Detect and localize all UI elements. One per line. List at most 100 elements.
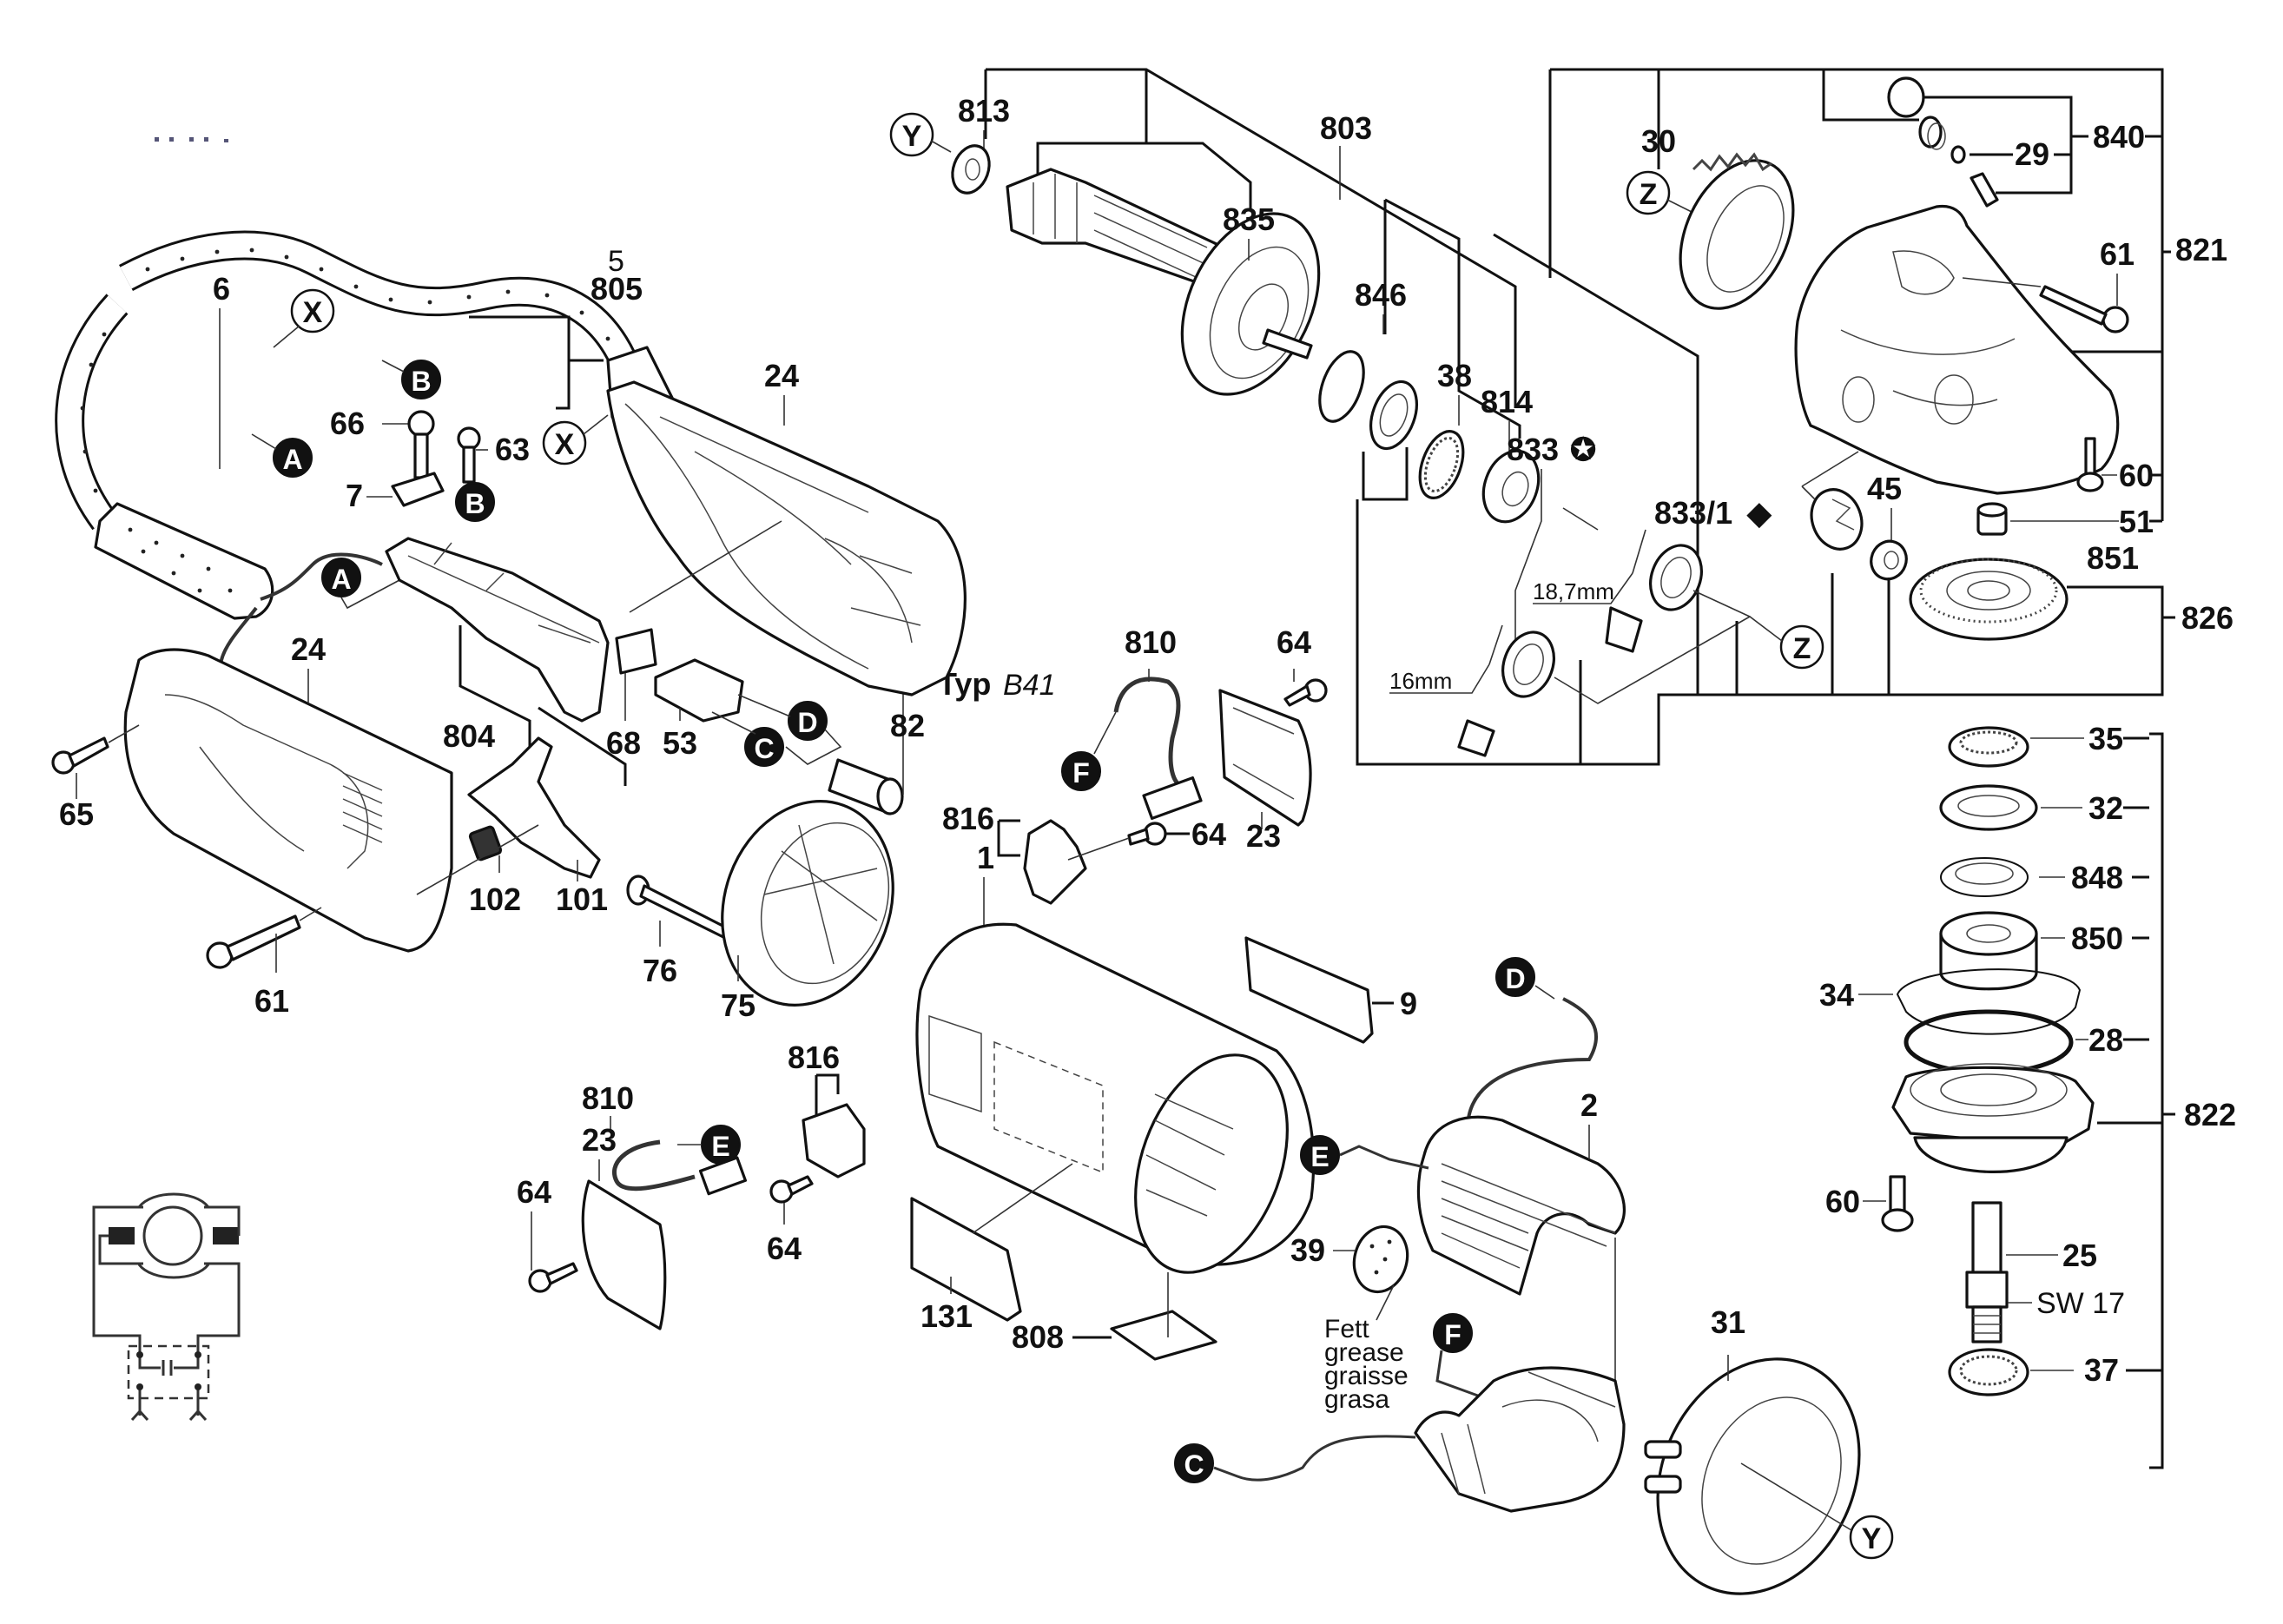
label-833-1: 833/1 — [1654, 495, 1732, 531]
callout-c-field: C — [1174, 1443, 1214, 1483]
dimension-18-7mm: 18,7mm — [1533, 578, 1614, 604]
carbon-brush-upper — [1142, 776, 1203, 821]
capacitor-82 — [828, 758, 904, 815]
svg-text:F: F — [1072, 757, 1090, 789]
circlip-846 — [1318, 350, 1365, 423]
callout-y-endcap: Y — [1849, 1515, 1894, 1560]
housing-half-24-lower — [123, 648, 453, 953]
label-82: 82 — [890, 708, 925, 743]
label-822: 822 — [2184, 1097, 2236, 1132]
label-101: 101 — [556, 881, 608, 917]
label-35: 35 — [2088, 721, 2123, 756]
callout-b-switch: B — [455, 482, 495, 522]
callout-d-switch: D — [788, 701, 828, 741]
label-6: 6 — [213, 271, 230, 307]
svg-text:C: C — [754, 733, 774, 764]
label-34: 34 — [1819, 977, 1854, 1013]
grease-note-line-1: Fett — [1324, 1315, 1369, 1343]
bearing-35 — [1948, 726, 2029, 768]
switch-804 — [385, 537, 610, 723]
field-coil-2-upper — [1416, 1115, 1626, 1296]
circlip-848 — [1940, 857, 2029, 897]
washer-846 — [1369, 380, 1418, 451]
callout-a-cord: A — [273, 438, 313, 478]
label-30: 30 — [1641, 123, 1676, 159]
label-63: 63 — [495, 432, 530, 467]
label-29: 29 — [2015, 136, 2049, 172]
svg-text:Y: Y — [902, 120, 922, 153]
screw-61-upper — [2039, 285, 2129, 333]
scan-artifact-dots — [155, 137, 228, 142]
svg-text:Z: Z — [1640, 178, 1658, 211]
spring-840 — [1918, 116, 1946, 150]
label-102: 102 — [469, 881, 521, 917]
label-805: 805 — [591, 271, 643, 307]
label-64-mid: 64 — [1191, 816, 1226, 852]
screw-65 — [51, 736, 109, 775]
svg-text:F: F — [1444, 1319, 1462, 1350]
label-9: 9 — [1400, 986, 1417, 1021]
callout-f-field: F — [1433, 1313, 1473, 1353]
label-851: 851 — [2087, 540, 2139, 576]
button-cap-840 — [1887, 76, 1925, 118]
sticker-808 — [1110, 1310, 1217, 1361]
label-813: 813 — [958, 93, 1010, 129]
screw-76 — [626, 875, 731, 940]
svg-text:E: E — [1310, 1141, 1329, 1172]
nameplate-9 — [1244, 936, 1374, 1044]
brush-holder-816-upper — [1023, 819, 1087, 905]
screw-61-lower — [206, 914, 301, 969]
label-803: 803 — [1320, 110, 1372, 146]
carbon-brush-lower — [698, 1156, 748, 1196]
screw-66 — [407, 410, 435, 479]
label-808: 808 — [1012, 1319, 1064, 1355]
switch-slider-53 — [654, 658, 744, 723]
screw-64-lower-mid — [769, 1175, 814, 1204]
label-32: 32 — [2088, 790, 2123, 826]
pinion-gear-30 — [1679, 152, 1795, 310]
svg-text:X: X — [303, 296, 323, 329]
bearing-flange-822 — [1891, 1063, 2095, 1173]
label-848: 848 — [2071, 860, 2123, 895]
label-60-lower: 60 — [1825, 1184, 1860, 1219]
wiring-schematic — [92, 1192, 241, 1422]
cord-texture-dots — [80, 248, 610, 493]
label-61-lower: 61 — [254, 983, 289, 1019]
label-24-upper: 24 — [764, 358, 799, 393]
svg-text:E: E — [711, 1131, 729, 1162]
label-816-lower: 816 — [788, 1040, 840, 1075]
label-810-lower: 810 — [582, 1080, 634, 1116]
switch-contact-plate — [391, 472, 445, 507]
label-37: 37 — [2084, 1352, 2119, 1388]
callout-y-bearing: Y — [889, 112, 934, 157]
spindle-25 — [1965, 1201, 2009, 1343]
label-5: 5 — [608, 245, 624, 278]
label-64-lower-mid: 64 — [767, 1231, 802, 1266]
nut-45 — [1870, 539, 1908, 581]
callout-a-switch: A — [321, 558, 361, 597]
bearing-814 — [1481, 449, 1541, 524]
screw-60-upper — [2076, 437, 2104, 492]
label-810-upper: 810 — [1125, 624, 1177, 660]
brush-cover-23-upper — [1218, 689, 1312, 827]
pinion-833-1 — [1810, 488, 1864, 551]
label-804: 804 — [443, 718, 495, 754]
label-826: 826 — [2181, 600, 2234, 636]
bushing-51 — [1976, 502, 2008, 536]
callout-x-cord: X — [290, 288, 335, 333]
marker-star-833: ✪ — [1570, 432, 1596, 467]
brush-cover-23-lower — [581, 1179, 667, 1330]
nameplate-131 — [910, 1197, 1022, 1322]
callout-b-cord: B — [401, 360, 441, 399]
svg-text:Z: Z — [1793, 632, 1811, 665]
label-1: 1 — [977, 840, 994, 875]
callout-f-brush: F — [1061, 751, 1101, 791]
screw-64-upper-mid — [1127, 822, 1167, 846]
label-850: 850 — [2071, 921, 2123, 956]
label-64-upper: 64 — [1277, 624, 1311, 660]
svg-text:Y: Y — [1862, 1522, 1882, 1555]
callout-x-housing: X — [542, 420, 587, 465]
grease-note-line-3: graisse — [1324, 1362, 1409, 1390]
screw-64-upper — [1283, 678, 1328, 707]
